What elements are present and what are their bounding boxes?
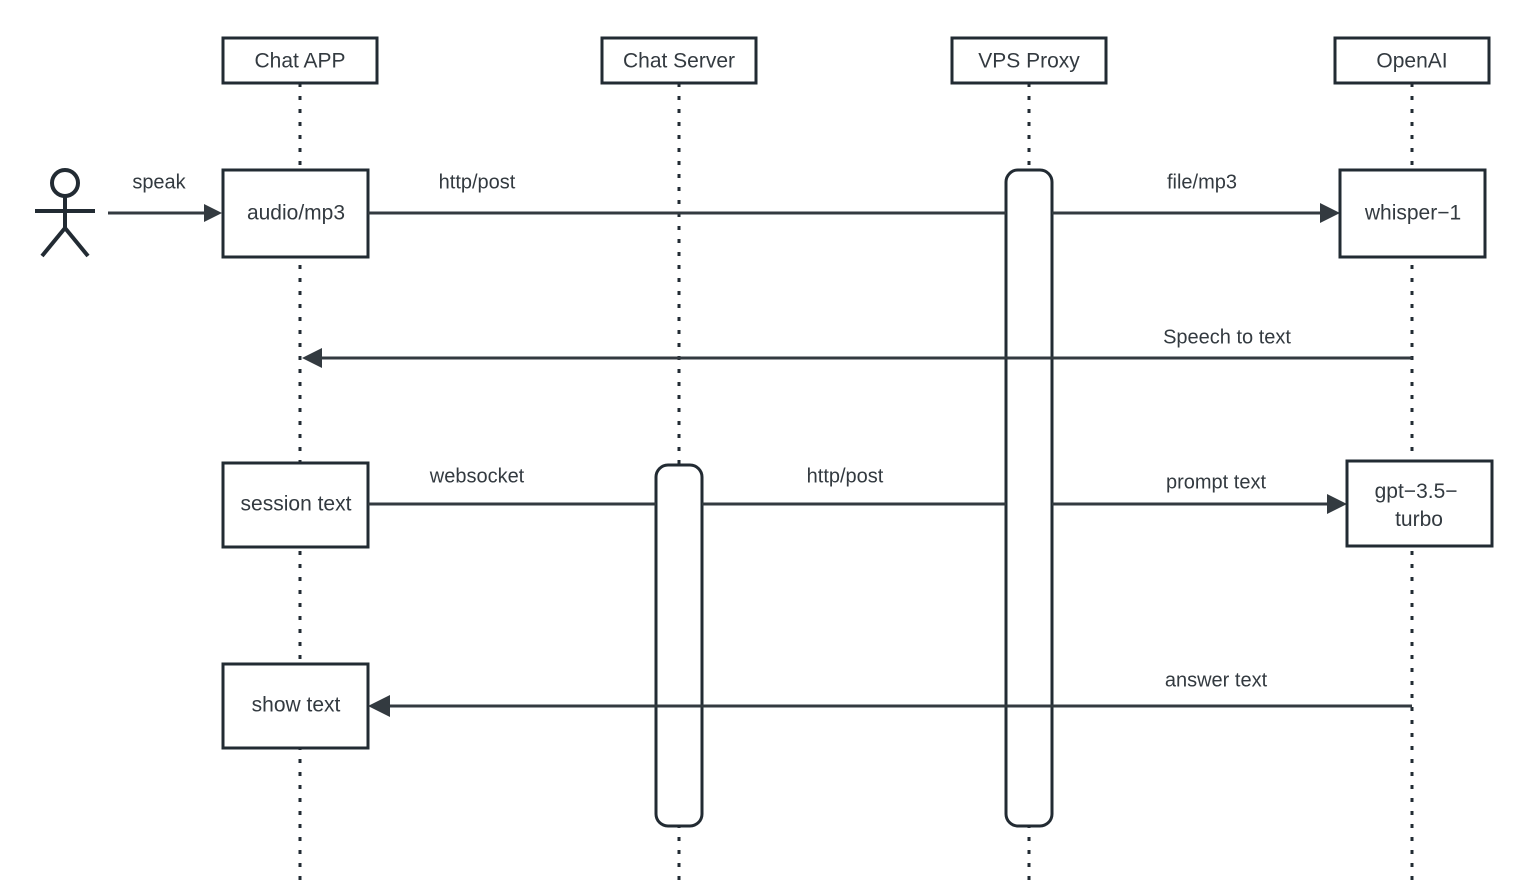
lifeline-header-openai[interactable]: OpenAI: [1333, 36, 1491, 85]
message-label-answer-text: answer text: [1165, 669, 1268, 691]
lifeline-header-rect-chat-server: [600, 36, 758, 85]
state-box-audio-mp3[interactable]: audio/mp3: [221, 168, 370, 259]
lifeline-header-rect-vps-proxy: [950, 36, 1108, 85]
state-box-show-text[interactable]: show text: [221, 662, 370, 750]
activation-bar-vps-proxy: [1004, 168, 1054, 828]
message-prompt-text[interactable]: prompt text: [1052, 471, 1347, 514]
actor-leg-right-icon: [63, 226, 90, 258]
state-box-rect-whisper: [1338, 168, 1487, 259]
message-http-post-2[interactable]: http/post: [702, 465, 1006, 506]
lifeline-header-label-chat-app: Chat APP: [254, 50, 345, 73]
state-box-label-gpt-turbo: gpt−3.5− turbo: [1375, 480, 1464, 531]
state-box-rect-gpt-turbo: [1345, 459, 1494, 548]
message-label-http-post-1: http/post: [439, 171, 516, 193]
lifeline-header-rect-openai: [1333, 36, 1491, 85]
activation-bar-chat-server: [654, 463, 704, 828]
state-box-label-whisper: whisper−1: [1364, 202, 1461, 225]
state-box-label-show-text: show text: [252, 694, 341, 717]
message-arrowhead-file-mp3: [1320, 203, 1340, 223]
state-box-label-gpt-turbo-line2: turbo: [1395, 508, 1443, 531]
state-box-session-text[interactable]: session text: [221, 461, 370, 549]
message-answer-text[interactable]: answer text: [368, 669, 1412, 717]
lifeline-header-rect-chat-app: [221, 36, 379, 85]
state-box-rect-session-text: [221, 461, 370, 549]
lifeline-header-chat-app[interactable]: Chat APP: [221, 36, 379, 85]
message-speech-to-text[interactable]: Speech to text: [302, 326, 1412, 368]
message-file-mp3[interactable]: file/mp3: [1052, 171, 1340, 223]
message-websocket[interactable]: websocket: [368, 465, 656, 506]
actor-leg-left-icon: [40, 226, 67, 258]
message-label-prompt-text: prompt text: [1166, 471, 1266, 493]
actor-head-icon: [50, 168, 80, 198]
lifeline-headers: Chat APP Chat Server VPS Proxy OpenAI: [221, 36, 1491, 85]
message-label-speech-to-text: Speech to text: [1163, 326, 1291, 348]
user-actor[interactable]: [35, 168, 95, 258]
state-box-gpt-turbo[interactable]: gpt−3.5− turbo: [1345, 459, 1494, 548]
message-label-speak: speak: [132, 171, 186, 193]
message-arrowhead-speech-to-text: [302, 348, 322, 368]
lifeline-header-label-vps-proxy: VPS Proxy: [978, 50, 1080, 73]
lifeline-header-vps-proxy[interactable]: VPS Proxy: [950, 36, 1108, 85]
message-label-http-post-2: http/post: [807, 465, 884, 487]
activation-bars: [654, 168, 1054, 828]
state-box-label-gpt-turbo-line1: gpt−3.5−: [1375, 480, 1458, 503]
state-box-rect-audio-mp3: [221, 168, 370, 259]
message-label-file-mp3: file/mp3: [1167, 171, 1237, 193]
lifeline-header-label-chat-server: Chat Server: [623, 50, 735, 73]
state-box-label-audio-mp3: audio/mp3: [247, 202, 345, 225]
lifeline-header-chat-server[interactable]: Chat Server: [600, 36, 758, 85]
message-arrowhead-prompt-text: [1327, 494, 1347, 514]
message-arrowhead-answer-text: [368, 695, 390, 717]
message-speak[interactable]: speak: [108, 171, 222, 222]
message-label-websocket: websocket: [429, 465, 525, 487]
lifeline-header-label-openai: OpenAI: [1376, 50, 1447, 73]
message-http-post-1[interactable]: http/post: [368, 171, 1006, 215]
state-box-whisper[interactable]: whisper−1: [1338, 168, 1487, 259]
message-arrowhead-speak: [204, 204, 222, 222]
state-box-label-session-text: session text: [241, 493, 352, 516]
